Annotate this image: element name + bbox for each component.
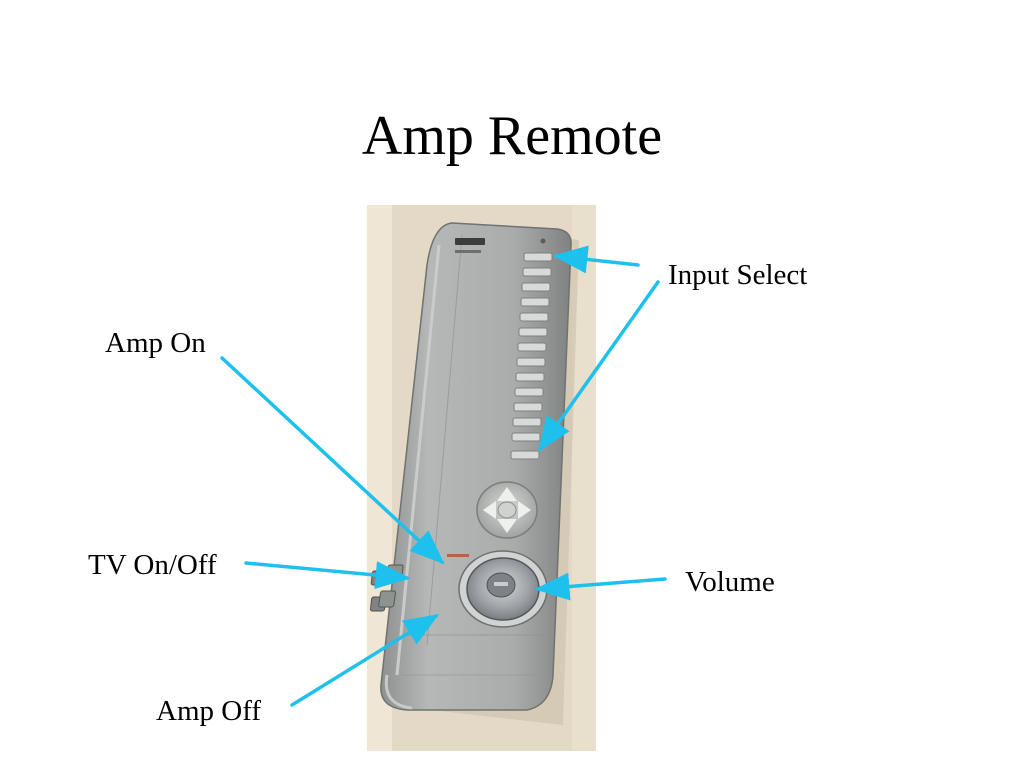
navigation-pad (476, 481, 538, 539)
volume-label: Volume (685, 566, 775, 598)
amp-on-label: Amp On (105, 327, 206, 359)
amp-on-button (385, 564, 404, 582)
tv-on-off-button (370, 570, 387, 586)
amp-off-button (378, 590, 396, 608)
amp-off-label: Amp Off (156, 695, 261, 727)
input-select-label: Input Select (668, 259, 808, 291)
tv-on-off-label: TV On/Off (88, 549, 217, 581)
brand-logo (455, 238, 485, 245)
remote-photo (367, 205, 596, 751)
slide-title: Amp Remote (361, 105, 663, 167)
led-indicator (540, 238, 546, 244)
volume-dial (458, 550, 548, 628)
